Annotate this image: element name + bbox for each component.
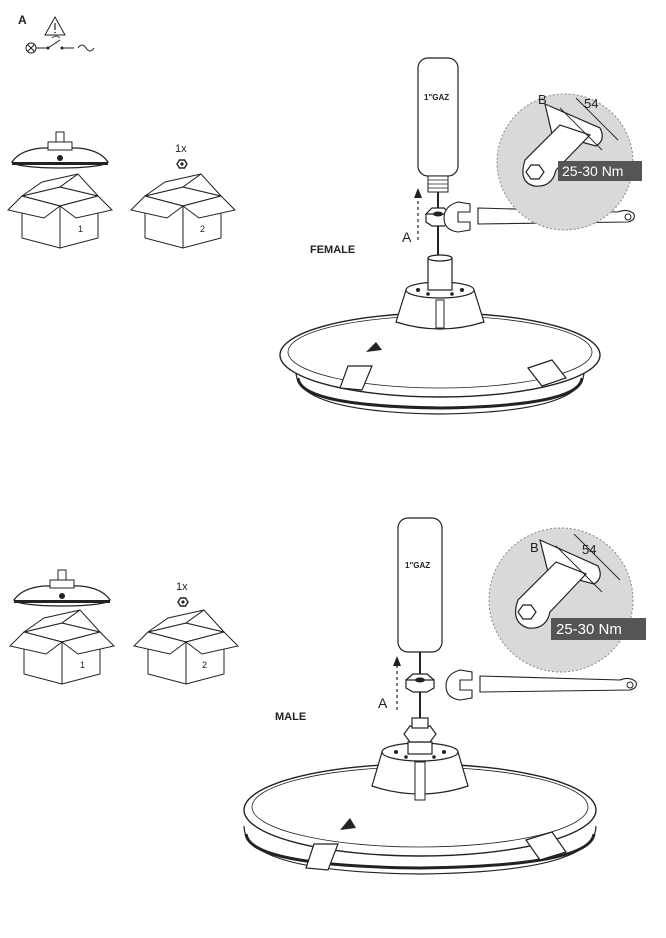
lamp-thumbnail xyxy=(13,569,111,607)
box-1-number: 1 xyxy=(80,660,85,670)
detail-label: B xyxy=(530,540,539,555)
nut-icon xyxy=(177,597,189,607)
box-1-number: 1 xyxy=(78,224,83,234)
quantity-label: 1x xyxy=(176,581,188,593)
detail-circle: B 54 25-30 Nm xyxy=(496,92,642,231)
warning-icon xyxy=(44,15,66,36)
wrench-size: 54 xyxy=(582,542,596,557)
ac-symbol-icon xyxy=(77,44,95,52)
detail-circle: B 54 25-30 Nm xyxy=(488,527,646,673)
step-letter: A xyxy=(18,13,27,27)
box-2-number: 2 xyxy=(200,224,205,234)
box-2-number: 2 xyxy=(202,660,207,670)
switch-icon xyxy=(36,35,74,50)
pipe xyxy=(417,57,459,177)
arrow-label: A xyxy=(378,695,388,711)
torque-badge xyxy=(558,161,642,181)
mode-label: FEMALE xyxy=(310,244,355,256)
lamp-body xyxy=(243,717,597,875)
lamp-body xyxy=(279,254,601,415)
mode-label: MALE xyxy=(275,711,306,723)
pipe xyxy=(397,517,443,653)
lamp-thumbnail xyxy=(11,131,109,169)
box-1 xyxy=(7,173,113,249)
bottom-section: 1 1x 2 1"GAZ A MALE xyxy=(9,517,646,875)
quantity-label: 1x xyxy=(175,143,187,155)
box-1 xyxy=(9,609,115,685)
wrench-size: 54 xyxy=(584,96,598,111)
nut-icon xyxy=(176,159,188,169)
lamp-symbol-icon xyxy=(25,42,37,54)
pipe-label: 1"GAZ xyxy=(424,93,449,102)
box-2 xyxy=(133,609,239,685)
torque-label: 25-30 Nm xyxy=(562,163,623,179)
wrench xyxy=(445,669,637,701)
top-section: 1 1x 2 1"GAZ A FEMALE xyxy=(7,57,642,415)
box-2 xyxy=(130,173,236,249)
detail-label: B xyxy=(538,92,547,107)
torque-badge xyxy=(551,618,646,640)
hex-nut xyxy=(405,673,435,693)
pipe-label: 1"GAZ xyxy=(405,561,430,570)
arrow-label: A xyxy=(402,229,412,245)
torque-label: 25-30 Nm xyxy=(556,621,622,638)
